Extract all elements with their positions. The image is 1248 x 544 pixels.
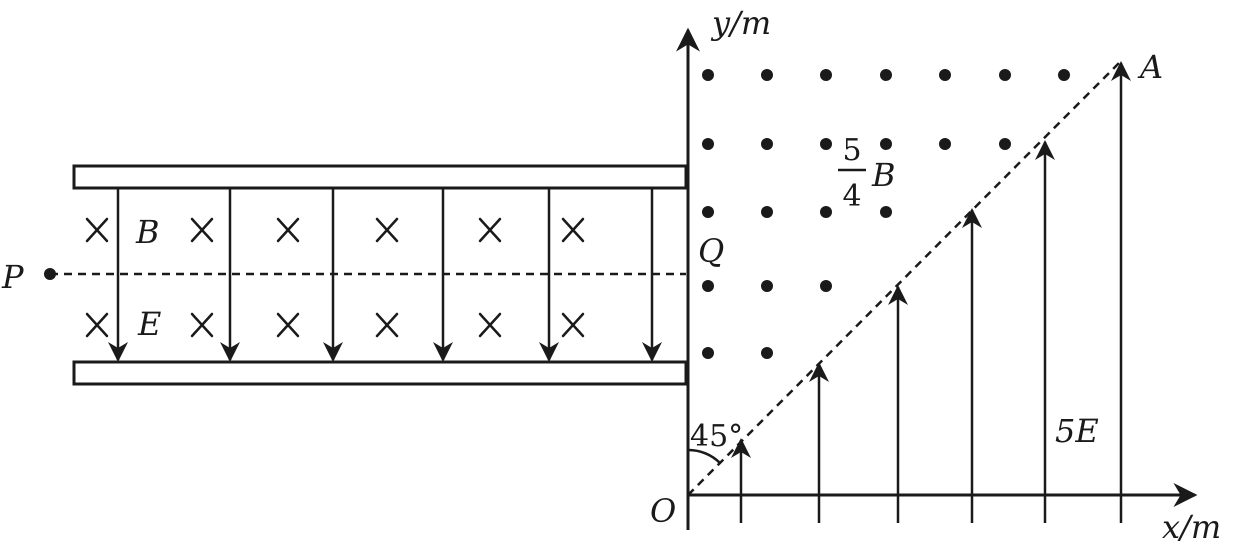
cross-icon xyxy=(276,312,300,338)
dot-icon xyxy=(761,280,773,292)
dot-icon xyxy=(820,138,832,150)
dot-icon xyxy=(761,206,773,218)
cross-icon xyxy=(190,217,214,243)
cross-icon xyxy=(561,312,585,338)
dot-icon xyxy=(939,69,951,81)
fraction-numerator: 5 xyxy=(842,133,861,168)
y-axis-label: y/m xyxy=(710,4,771,42)
dot-icon xyxy=(761,138,773,150)
cross-icon xyxy=(190,312,214,338)
diagonal-dashed-line xyxy=(687,61,1121,496)
dot-icon xyxy=(820,280,832,292)
cross-icons xyxy=(85,217,585,338)
dot-icon xyxy=(820,206,832,218)
dot-icons xyxy=(702,69,1070,359)
cross-icon xyxy=(561,217,585,243)
cross-icon xyxy=(375,312,399,338)
origin-label: O xyxy=(650,492,676,530)
point-q-label: Q xyxy=(698,232,724,270)
fraction-b-label: B xyxy=(871,156,896,194)
fraction-denominator: 4 xyxy=(842,179,861,214)
upper-plate xyxy=(72,164,688,190)
dot-icon xyxy=(761,347,773,359)
dot-icon xyxy=(702,280,714,292)
cross-icon xyxy=(85,312,109,338)
field-5e-label: 5E xyxy=(1055,412,1099,450)
point-a-label: A xyxy=(1137,48,1163,86)
cross-icon xyxy=(375,217,399,243)
dot-icon xyxy=(939,138,951,150)
lower-plate xyxy=(72,360,688,386)
dot-icon xyxy=(820,69,832,81)
angle-label: 45° xyxy=(690,419,743,454)
dot-icon xyxy=(999,69,1011,81)
dot-icon xyxy=(702,69,714,81)
cross-icon xyxy=(85,217,109,243)
dot-icon xyxy=(702,206,714,218)
angle-arc xyxy=(687,448,721,464)
upward-field-arrows xyxy=(731,61,1131,523)
cross-icon xyxy=(478,312,502,338)
point-p-label: P xyxy=(1,258,24,296)
dot-icon xyxy=(880,138,892,150)
point-p-dot xyxy=(44,268,56,280)
dot-icon xyxy=(880,69,892,81)
x-axis-label: x/m xyxy=(1162,508,1221,544)
dot-icon xyxy=(880,206,892,218)
cross-icon xyxy=(276,217,300,243)
dot-icon xyxy=(1058,69,1070,81)
dot-icon xyxy=(761,69,773,81)
dot-icon xyxy=(999,138,1011,150)
dot-icon xyxy=(702,138,714,150)
cross-icon xyxy=(478,217,502,243)
field-e-label: E xyxy=(137,305,161,343)
dot-icon xyxy=(702,347,714,359)
plate-field-arrows xyxy=(108,188,662,362)
field-b-label: B xyxy=(135,213,160,251)
